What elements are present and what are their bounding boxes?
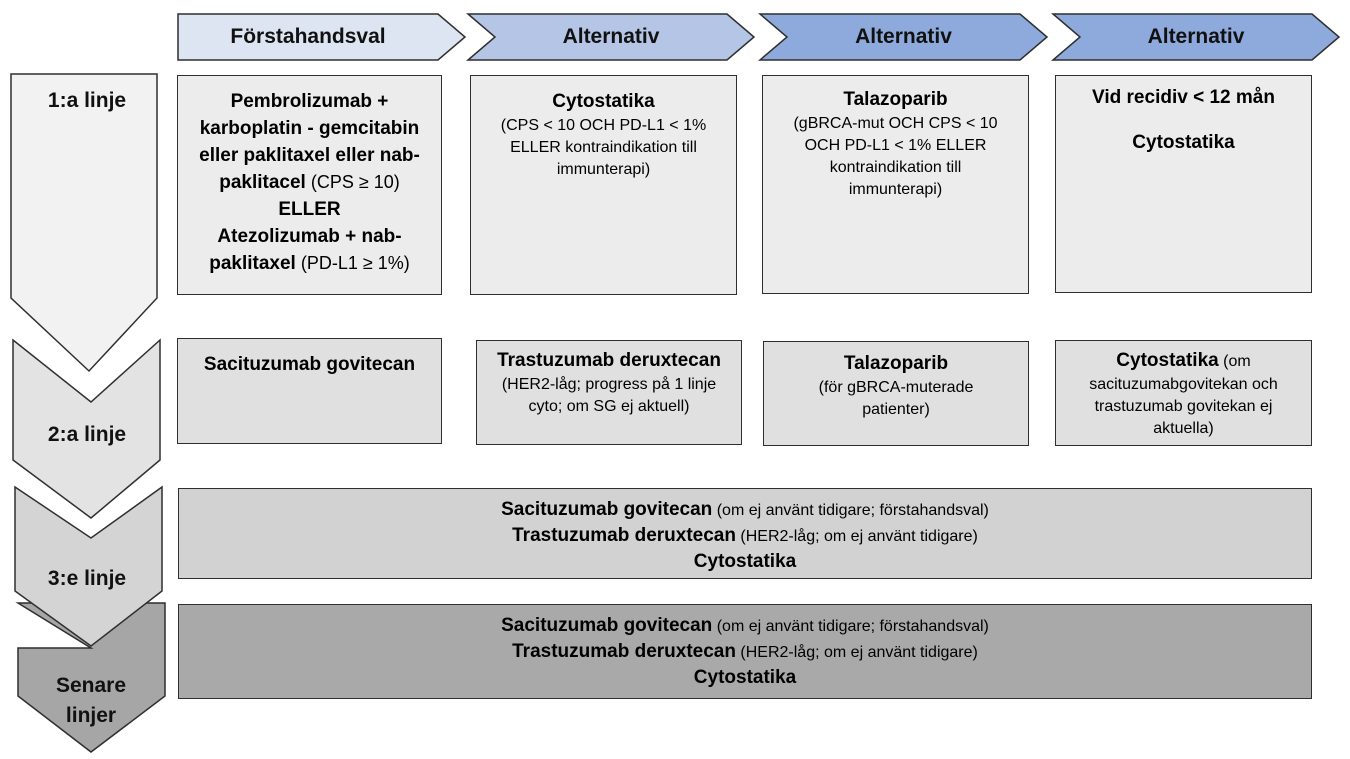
header-arrow-2 [465, 13, 756, 61]
line1-col1-text-1: Pembrolizumab + [230, 91, 389, 112]
line1-col1-cond-7: (PD-L1 ≥ 1%) [295, 253, 410, 273]
later-row-3-drug: Cytostatika [693, 667, 797, 688]
row-label-line-2: 2:a linje [47, 423, 127, 446]
line2-col2-title: Trastuzumab deruxtecan [497, 350, 721, 371]
header-label-alternative-2: Alternativ [855, 25, 952, 48]
row-label-later-1: Senare [55, 674, 127, 697]
header-arrow-1 [177, 13, 467, 61]
line1-col2-title: Cytostatika [552, 91, 655, 112]
line1-alternative-3-box: Vid recidiv < 12 mån Cytostatika [1055, 75, 1312, 293]
line1-col3-line-1: (gBRCA-mut OCH CPS < 10 [793, 115, 998, 132]
line3-row-1-note: (om ej använt tidigare; förstahandsval) [712, 502, 989, 519]
line2-col4-line-2: sacituzumabgovitekan och [1089, 376, 1278, 393]
row-label-later-lines: Senare linjer [21, 671, 161, 731]
row-label-line-3: 3:e linje [47, 567, 127, 590]
line1-col4-title: Vid recidiv < 12 mån [1092, 87, 1275, 108]
line2-col4-line-3: trastuzumab govitekan ej [1094, 398, 1273, 415]
chevron-line-1 [10, 73, 158, 373]
line1-alternative-2-box: Talazoparib (gBRCA-mut OCH CPS < 10 OCH … [762, 75, 1029, 294]
header-arrow-4 [1050, 13, 1341, 61]
line1-col4-title-2: Cytostatika [1132, 132, 1235, 153]
line2-col3-title: Talazoparib [843, 353, 949, 374]
header-label-alternative-3: Alternativ [1147, 25, 1245, 48]
line1-col1-text-5: ELLER [278, 199, 341, 220]
line3-row-2-drug: Trastuzumab deruxtecan [512, 525, 736, 546]
line2-col2-line-1: (HER2-låg; progress på 1 linje [501, 376, 717, 393]
line1-col1-drug-4: paklitacel [219, 172, 306, 193]
line3-row-2: Trastuzumab deruxtecan (HER2-låg; om ej … [512, 523, 978, 549]
line1-col2-line-2: ELLER kontraindikation till [510, 139, 697, 156]
later-lines-box: Sacituzumab govitecan (om ej använt tidi… [178, 604, 1312, 699]
line1-col3-line-4: immunterapi) [848, 181, 943, 198]
line2-first-choice-box: Sacituzumab govitecan [177, 338, 442, 444]
line1-first-choice-box: Pembrolizumab + karboplatin - gemcitabin… [177, 75, 442, 295]
line1-col1-text-6: Atezolizumab + nab- [217, 226, 402, 247]
line3-row-2-note: (HER2-låg; om ej använt tidigare) [735, 528, 978, 545]
later-row-1-drug: Sacituzumab govitecan [501, 615, 713, 636]
line3-row-3: Cytostatika [694, 549, 796, 575]
line1-col2-line-1: (CPS < 10 OCH PD-L1 < 1% [500, 117, 707, 134]
line3-row-3-drug: Cytostatika [693, 551, 797, 572]
line2-alternative-1-box: Trastuzumab deruxtecan (HER2-låg; progre… [476, 340, 742, 445]
line1-col1-text-2: karboplatin - gemcitabin [199, 118, 420, 139]
line3-row-1: Sacituzumab govitecan (om ej använt tidi… [501, 497, 989, 523]
row-label-line-1: 1:a linje [47, 89, 127, 112]
later-row-1: Sacituzumab govitecan (om ej använt tidi… [501, 613, 989, 639]
later-row-1-note: (om ej använt tidigare; förstahandsval) [712, 618, 989, 635]
line2-col4-line-4: aktuella) [1153, 420, 1214, 437]
chevron-line-3 [14, 485, 163, 647]
line2-alternative-2-box: Talazoparib (för gBRCA-muterade patiente… [763, 341, 1029, 446]
line3-row-1-drug: Sacituzumab govitecan [501, 499, 713, 520]
later-row-2-note: (HER2-låg; om ej använt tidigare) [735, 644, 978, 661]
line2-col1-title: Sacituzumab govitecan [203, 354, 416, 375]
line1-col3-line-2: OCH PD-L1 < 1% ELLER [804, 137, 987, 154]
line1-col1-cond-4: (CPS ≥ 10) [305, 172, 400, 192]
line2-col2-line-2: cyto; om SG ej aktuell) [528, 398, 690, 415]
line1-col2-line-3: immunterapi) [556, 161, 651, 178]
line1-col1-text-4: paklitacel (CPS ≥ 10) [219, 169, 400, 196]
line2-col4-title-note: (om [1218, 353, 1251, 370]
later-row-2-drug: Trastuzumab deruxtecan [512, 641, 736, 662]
header-label-first-choice: Förstahandsval [230, 25, 386, 48]
header-arrow-3 [757, 13, 1049, 61]
line1-col1-text-7: paklitaxel (PD-L1 ≥ 1%) [209, 250, 410, 277]
line3-box: Sacituzumab govitecan (om ej använt tidi… [178, 488, 1312, 579]
chevron-line-2 [12, 338, 161, 519]
later-row-3: Cytostatika [694, 665, 796, 691]
line2-col3-line-1: (för gBRCA-muterade [818, 379, 974, 396]
line2-col4-line-1: Cytostatika (om [1116, 347, 1250, 374]
line1-alternative-1-box: Cytostatika (CPS < 10 OCH PD-L1 < 1% ELL… [470, 75, 737, 295]
row-label-later-2: linjer [65, 704, 117, 727]
line1-col1-drug-7: paklitaxel [209, 253, 296, 274]
line2-col3-line-2: patienter) [862, 401, 930, 418]
chevron-later-lines [15, 602, 166, 753]
line1-col3-title: Talazoparib [843, 89, 948, 110]
header-label-alternative-1: Alternativ [562, 25, 660, 48]
later-row-2: Trastuzumab deruxtecan (HER2-låg; om ej … [512, 639, 978, 665]
line2-alternative-3-box: Cytostatika (om sacituzumabgovitekan och… [1055, 340, 1312, 446]
line1-col1-text-3: eller paklitaxel eller nab- [199, 145, 420, 166]
line1-col3-line-3: kontraindikation till [829, 159, 962, 176]
line2-col4-title: Cytostatika [1116, 350, 1219, 371]
